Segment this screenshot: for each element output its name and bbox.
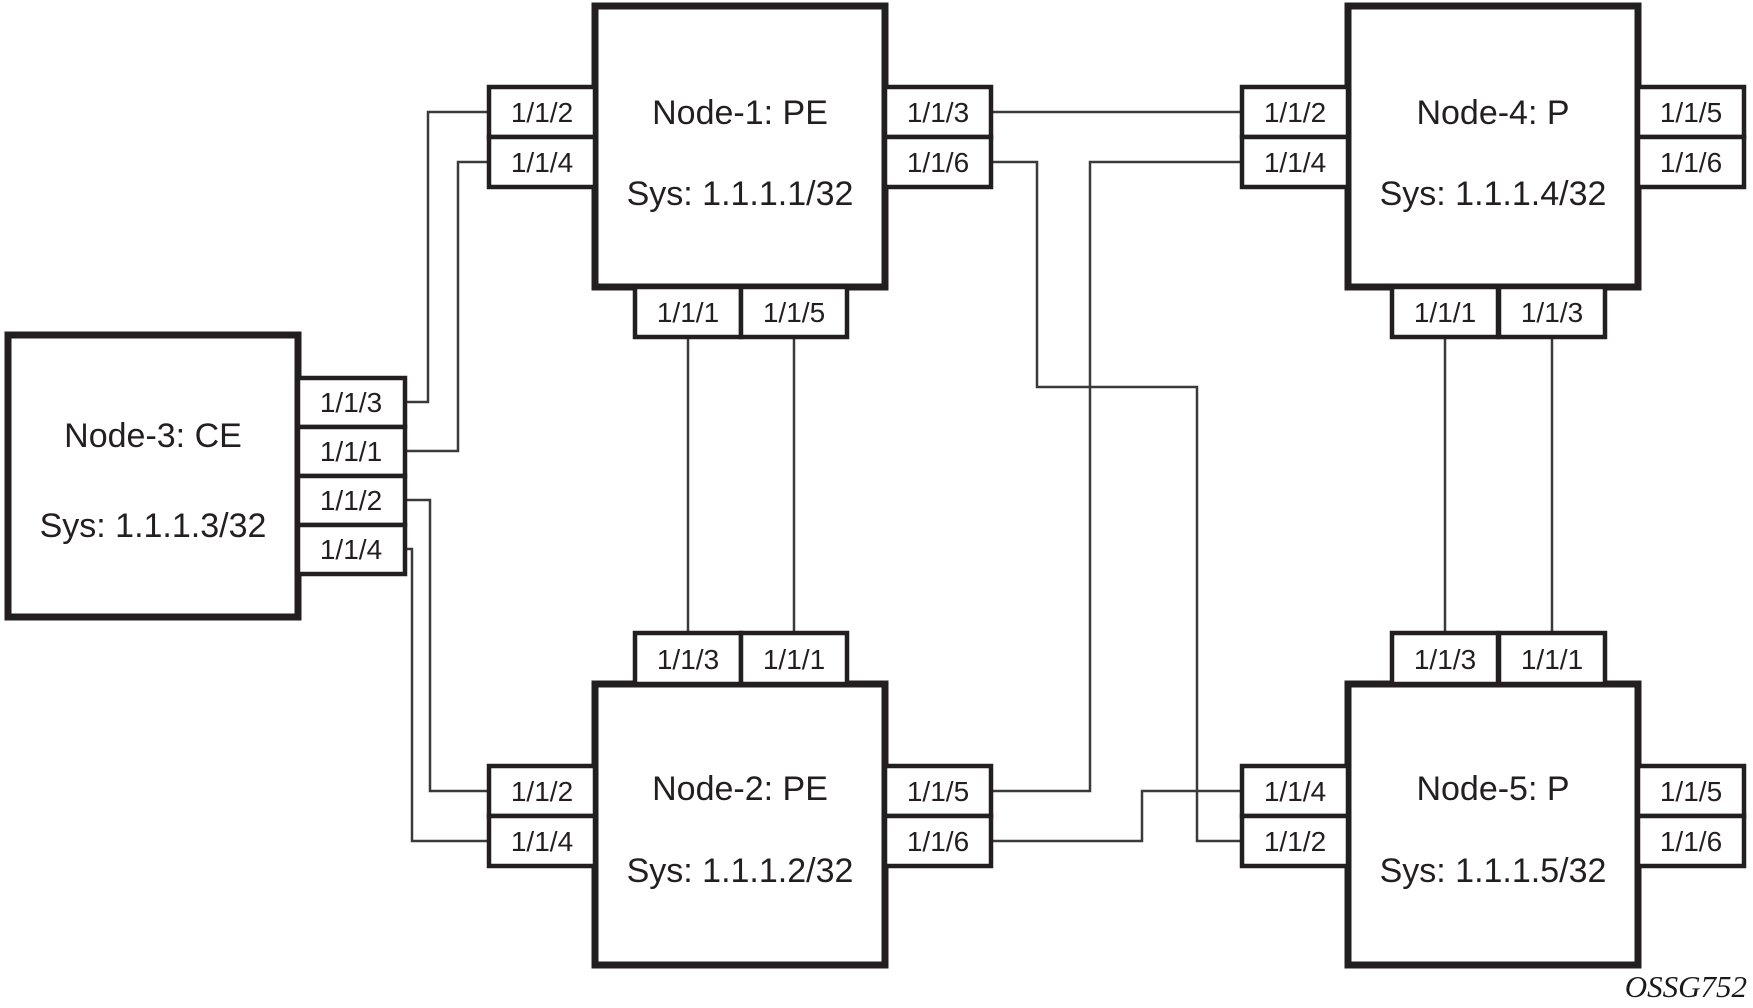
node-1-port-1-1-1-label: 1/1/1 — [657, 297, 719, 328]
node-5-port-1-1-5 — [1635, 763, 1747, 819]
node-2-port-1-1-4-label: 1/1/4 — [511, 826, 573, 857]
node-5-port-1-1-1 — [1496, 630, 1608, 687]
node-5-port-1-1-1-label: 1/1/1 — [1521, 644, 1583, 675]
node-3-port-1-1-3-label: 1/1/3 — [320, 387, 382, 418]
node-1-title: Node-1: PE — [652, 94, 828, 132]
node-1: Node-1: PE Sys: 1.1.1.1/32 1/1/2 1/1/4 1… — [486, 2, 994, 340]
node-1-port-1-1-4 — [486, 134, 598, 190]
node-4: Node-4: P Sys: 1.1.1.4/32 1/1/2 1/1/4 1/… — [1239, 2, 1747, 340]
node-3-port-1-1-4 — [295, 522, 408, 577]
node-2-port-1-1-1 — [738, 630, 850, 687]
node-5: Node-5: P Sys: 1.1.1.5/32 1/1/3 1/1/1 1/… — [1239, 630, 1747, 969]
node-2-port-1-1-5-label: 1/1/5 — [907, 776, 969, 807]
node-1-port-1-1-6 — [882, 134, 994, 190]
node-4-port-1-1-3 — [1496, 284, 1608, 340]
node-2-port-1-1-4 — [486, 813, 598, 869]
node-1-port-1-1-3 — [882, 84, 994, 140]
node-4-port-1-1-2 — [1239, 84, 1351, 140]
node-1-port-1-1-1 — [632, 284, 744, 340]
links — [405, 110, 1554, 843]
node-1-port-1-1-5-label: 1/1/5 — [763, 297, 825, 328]
node-5-sys: Sys: 1.1.1.5/32 — [1380, 852, 1607, 890]
node-4-port-1-1-4-label: 1/1/4 — [1264, 147, 1326, 178]
node-5-port-1-1-6-label: 1/1/6 — [1660, 826, 1722, 857]
node-4-port-1-1-6-label: 1/1/6 — [1660, 147, 1722, 178]
node-2-port-1-1-3 — [632, 630, 744, 687]
node-2-title: Node-2: PE — [652, 770, 828, 808]
node-4-port-1-1-5 — [1635, 84, 1747, 140]
node-5-port-1-1-2 — [1239, 813, 1351, 869]
node-4-port-1-1-4 — [1239, 134, 1351, 190]
node-5-port-1-1-6 — [1635, 813, 1747, 869]
node-1-sys: Sys: 1.1.1.1/32 — [627, 175, 854, 213]
node-2-port-1-1-6 — [882, 813, 994, 869]
node-3: Node-3: CE Sys: 1.1.1.3/32 1/1/3 1/1/1 1… — [4, 331, 408, 621]
node-2-box — [591, 680, 889, 969]
node-4-box — [1344, 2, 1642, 291]
node-5-title: Node-5: P — [1416, 770, 1569, 808]
link-n3-112-to-n2-112 — [405, 498, 489, 793]
node-4-sys: Sys: 1.1.1.4/32 — [1380, 175, 1607, 213]
node-2-port-1-1-1-label: 1/1/1 — [763, 644, 825, 675]
node-1-port-1-1-2-label: 1/1/2 — [511, 97, 573, 128]
node-2-port-1-1-2-label: 1/1/2 — [511, 776, 573, 807]
node-5-port-1-1-4 — [1239, 763, 1351, 819]
node-3-sys: Sys: 1.1.1.3/32 — [40, 507, 267, 545]
node-1-port-1-1-5 — [738, 284, 850, 340]
node-3-port-1-1-4-label: 1/1/4 — [320, 534, 382, 565]
node-1-box — [591, 2, 889, 291]
node-1-port-1-1-4-label: 1/1/4 — [511, 147, 573, 178]
node-3-port-1-1-2-label: 1/1/2 — [320, 485, 382, 516]
node-4-port-1-1-5-label: 1/1/5 — [1660, 97, 1722, 128]
link-n3-111-to-n1-114 — [405, 160, 489, 453]
node-4-port-1-1-2-label: 1/1/2 — [1264, 97, 1326, 128]
link-n3-114-to-n2-114 — [405, 547, 489, 843]
link-n3-113-to-n1-112 — [405, 110, 489, 404]
node-4-port-1-1-1-label: 1/1/1 — [1414, 297, 1476, 328]
link-n2-116-to-n5-114 — [991, 789, 1242, 843]
node-5-box — [1344, 680, 1642, 969]
node-3-port-1-1-1-label: 1/1/1 — [320, 436, 382, 467]
node-1-port-1-1-6-label: 1/1/6 — [907, 147, 969, 178]
node-1-port-1-1-3-label: 1/1/3 — [907, 97, 969, 128]
node-4-title: Node-4: P — [1416, 94, 1569, 132]
node-4-port-1-1-6 — [1635, 134, 1747, 190]
node-2: Node-2: PE Sys: 1.1.1.2/32 1/1/3 1/1/1 1… — [486, 630, 994, 969]
figure-label: OSSG752 — [1625, 969, 1747, 1004]
node-2-port-1-1-3-label: 1/1/3 — [657, 644, 719, 675]
node-5-port-1-1-3-label: 1/1/3 — [1414, 644, 1476, 675]
link-n1-116-to-n5-112 — [991, 160, 1242, 843]
node-5-port-1-1-4-label: 1/1/4 — [1264, 776, 1326, 807]
node-4-port-1-1-3-label: 1/1/3 — [1521, 297, 1583, 328]
node-3-box — [4, 331, 302, 621]
node-3-title: Node-3: CE — [64, 417, 242, 455]
node-5-port-1-1-5-label: 1/1/5 — [1660, 776, 1722, 807]
link-n2-115-to-n4-114 — [991, 160, 1242, 793]
node-5-port-1-1-2-label: 1/1/2 — [1264, 826, 1326, 857]
node-2-sys: Sys: 1.1.1.2/32 — [627, 852, 854, 890]
node-2-port-1-1-6-label: 1/1/6 — [907, 826, 969, 857]
